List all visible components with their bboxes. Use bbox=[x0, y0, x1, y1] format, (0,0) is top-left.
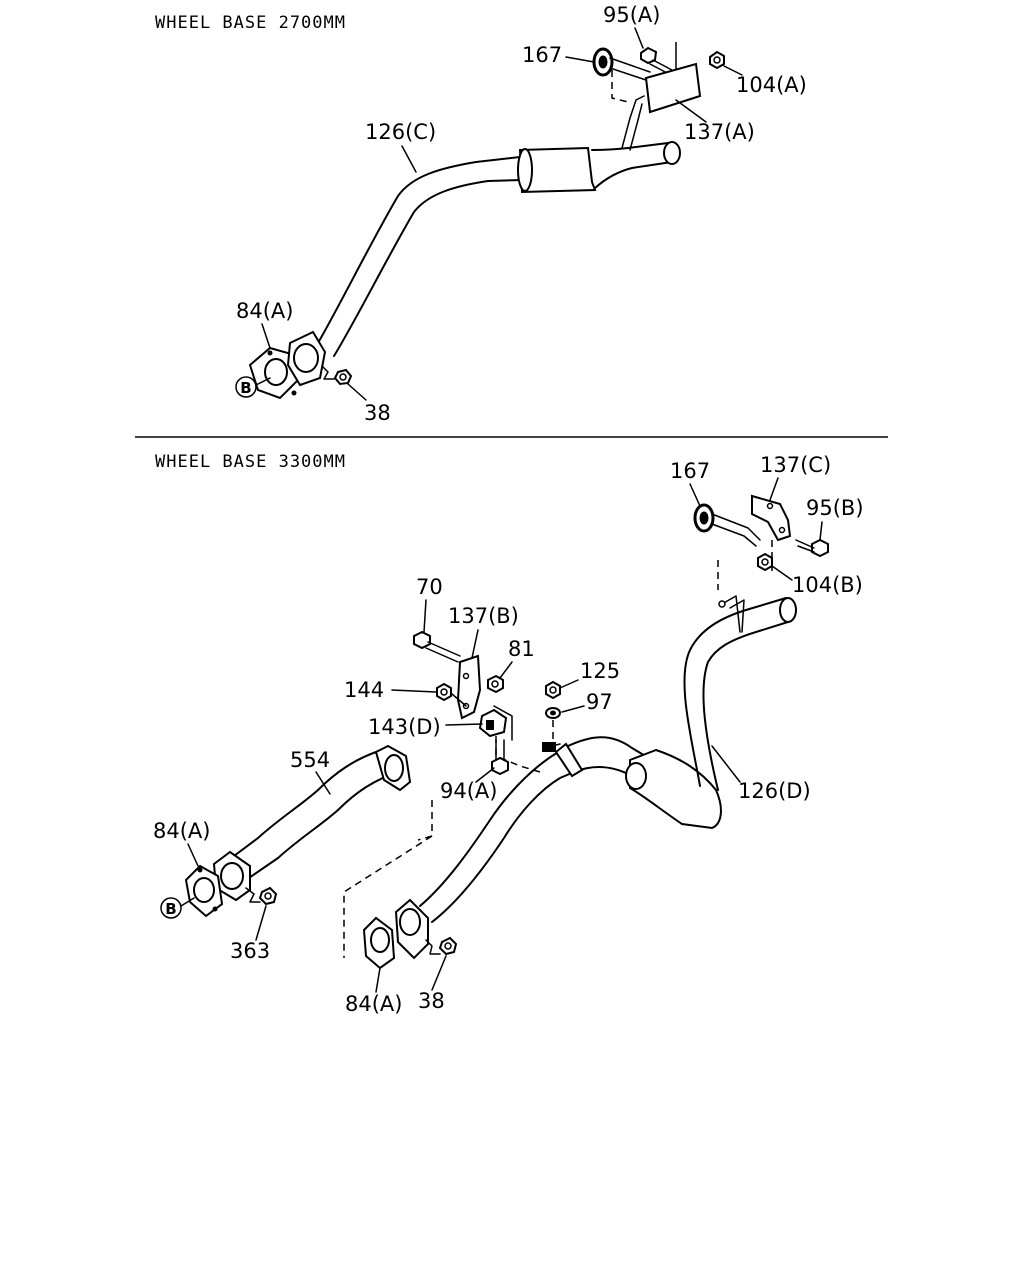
bolt-94a bbox=[491, 739, 509, 776]
top-exhaust-assembly bbox=[248, 42, 725, 400]
bottom-exhaust-assembly bbox=[184, 494, 829, 970]
front-pipe-554 bbox=[225, 744, 412, 881]
section-title-3300: WHEEL BASE 3300MM bbox=[155, 452, 346, 472]
pipe-clamp bbox=[542, 742, 584, 778]
label-38-top: 38 bbox=[364, 401, 391, 425]
pipe-flange-top bbox=[286, 330, 327, 387]
label-104b: 104(B) bbox=[792, 573, 863, 597]
label-125: 125 bbox=[580, 659, 620, 683]
label-104a: 104(A) bbox=[736, 73, 807, 97]
label-167-bottom: 167 bbox=[670, 459, 710, 483]
bracket-137b bbox=[456, 654, 482, 720]
nut-38-bottom bbox=[425, 936, 458, 956]
label-167-top: 167 bbox=[522, 43, 562, 67]
label-137c: 137(C) bbox=[760, 453, 831, 477]
bolt-95a-top bbox=[640, 46, 673, 75]
label-84a-bottom-mid: 84(A) bbox=[345, 992, 402, 1016]
bolt-95b bbox=[795, 538, 829, 558]
washer-97 bbox=[545, 707, 561, 744]
nut-104a-top bbox=[709, 50, 725, 70]
pipe-flange-bottom-mid bbox=[394, 898, 429, 960]
pipe-flange-bottom-left bbox=[212, 850, 251, 902]
nut-144 bbox=[436, 682, 467, 707]
nut-363 bbox=[245, 886, 278, 906]
flange-84a-bottom-left bbox=[184, 864, 224, 918]
nut-38-top bbox=[321, 365, 353, 386]
nut-125 bbox=[545, 680, 561, 700]
label-84a-top: 84(A) bbox=[236, 299, 293, 323]
rubber-block-143d bbox=[478, 705, 541, 773]
main-pipe-126d bbox=[419, 560, 797, 923]
label-38-bottom: 38 bbox=[418, 989, 445, 1013]
flange-84a-bottom-mid bbox=[362, 916, 396, 970]
label-94a: 94(A) bbox=[440, 779, 497, 803]
rubber-mount-167-bottom bbox=[693, 503, 761, 547]
reference-b-bottom: B bbox=[160, 897, 195, 919]
label-70: 70 bbox=[416, 575, 443, 599]
svg-text:B: B bbox=[240, 379, 251, 397]
label-81: 81 bbox=[508, 637, 535, 661]
exhaust-pipe-126c bbox=[317, 95, 681, 357]
nut-81 bbox=[487, 674, 504, 694]
label-554: 554 bbox=[290, 748, 330, 772]
bolt-70 bbox=[413, 630, 461, 663]
label-84a-bottom-left: 84(A) bbox=[153, 819, 210, 843]
reference-b-top: B bbox=[235, 376, 271, 398]
label-363: 363 bbox=[230, 939, 270, 963]
label-143d: 143(D) bbox=[368, 715, 441, 739]
bracket-137c bbox=[751, 494, 792, 572]
top-labels: 95(A) 167 104(A) 137(A) 126(C) 84(A) B 3… bbox=[235, 3, 807, 425]
label-144: 144 bbox=[344, 678, 384, 702]
svg-text:B: B bbox=[165, 900, 176, 918]
bottom-labels: 167 137(C) 95(B) 104(B) 70 137(B) 81 125… bbox=[153, 453, 864, 1016]
label-137a: 137(A) bbox=[684, 120, 755, 144]
label-95b: 95(B) bbox=[806, 496, 864, 520]
label-126d: 126(D) bbox=[738, 779, 811, 803]
label-95a: 95(A) bbox=[603, 3, 660, 27]
bracket-137a-top bbox=[611, 42, 702, 114]
label-97: 97 bbox=[586, 690, 613, 714]
label-126c: 126(C) bbox=[365, 120, 436, 144]
section-title-2700: WHEEL BASE 2700MM bbox=[155, 13, 346, 33]
nut-104b bbox=[757, 552, 773, 572]
label-137b: 137(B) bbox=[448, 604, 519, 628]
